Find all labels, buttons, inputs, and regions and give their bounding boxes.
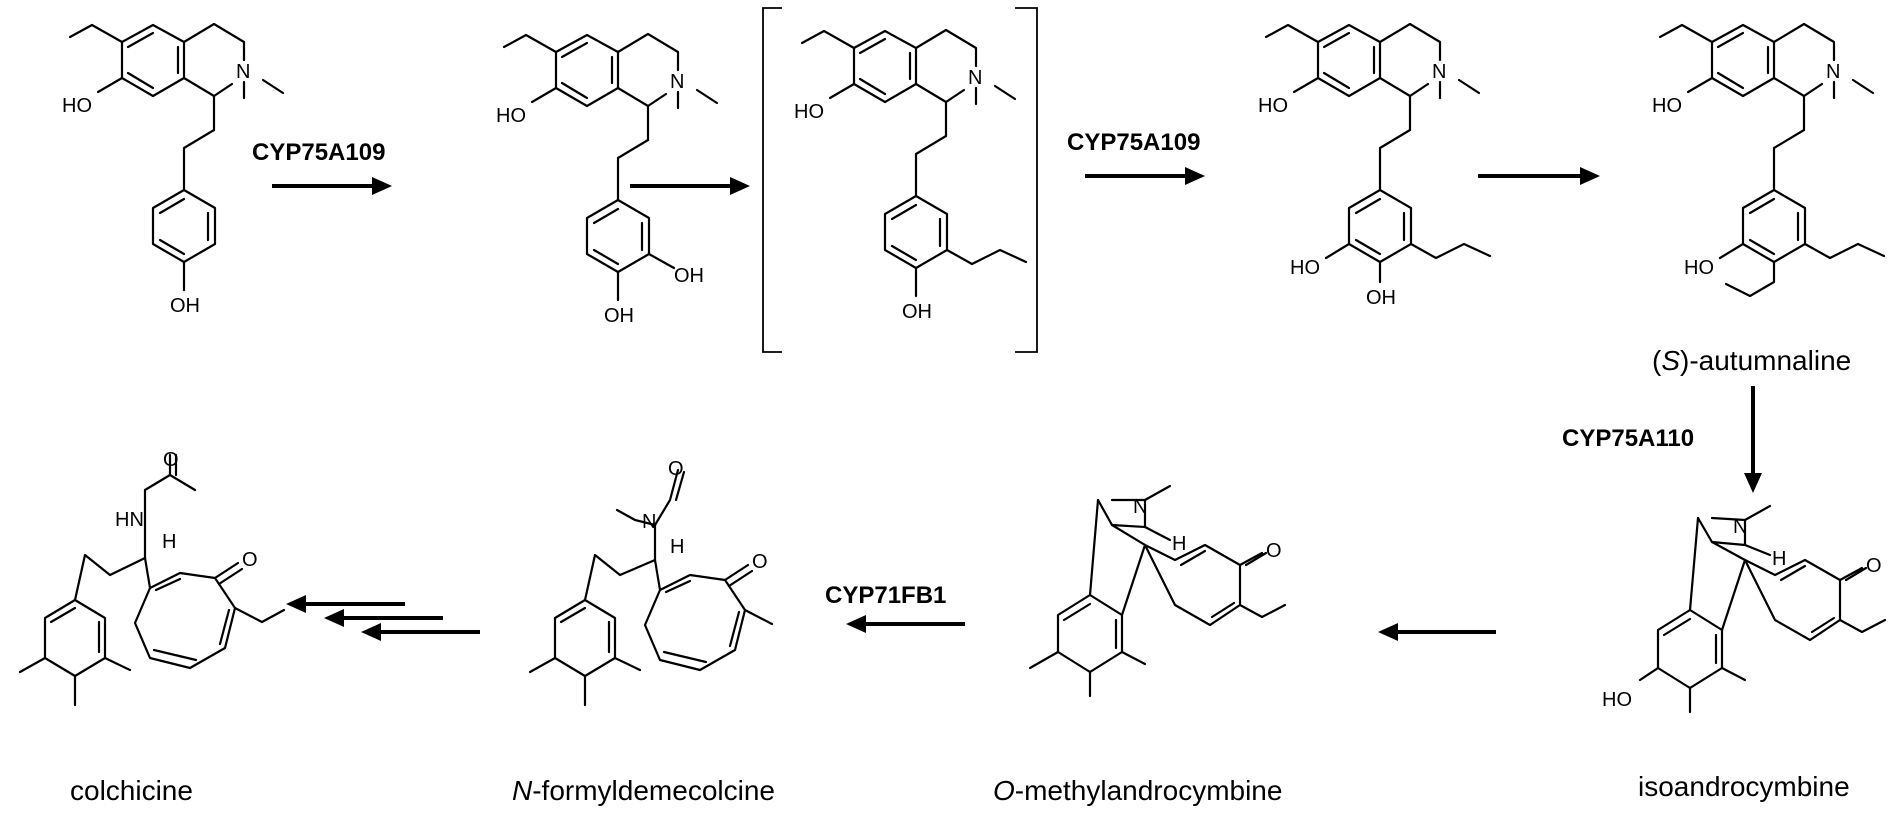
enzyme-label-step1: CYP75A109 bbox=[252, 139, 385, 166]
svg-text:N: N bbox=[1133, 496, 1147, 518]
arrow-multistep bbox=[286, 595, 480, 641]
compound-autumnaline-structure: N HO HO bbox=[1652, 22, 1886, 298]
svg-text:N: N bbox=[670, 71, 684, 93]
svg-text:HO: HO bbox=[1684, 257, 1714, 279]
svg-text:OH: OH bbox=[674, 265, 704, 287]
svg-text:O: O bbox=[242, 549, 258, 571]
svg-text:N: N bbox=[1432, 61, 1446, 83]
svg-text:HO: HO bbox=[1602, 689, 1632, 711]
bracket-left bbox=[762, 7, 782, 353]
svg-text:HO: HO bbox=[794, 101, 824, 123]
svg-text:HO: HO bbox=[496, 105, 526, 127]
compound-n-formyldemecolcine-structure: N H O O bbox=[528, 458, 774, 707]
arrow-step3 bbox=[1085, 167, 1205, 185]
svg-text:HO: HO bbox=[1258, 95, 1288, 117]
compound-name-isoandrocymbine: isoandrocymbine bbox=[1638, 771, 1850, 802]
svg-text:H: H bbox=[162, 531, 176, 553]
compound-o-methylandrocymbine-structure: N H O bbox=[1028, 484, 1287, 698]
compound-isoandrocymbine-structure: N H O HO bbox=[1602, 504, 1887, 714]
svg-text:HO: HO bbox=[62, 95, 92, 117]
svg-text:O: O bbox=[1866, 555, 1882, 577]
arrow-step1 bbox=[272, 177, 392, 195]
svg-text:OH: OH bbox=[902, 301, 932, 323]
compound-4-structure: N HO OH HO bbox=[1258, 22, 1492, 309]
arrow-step5 bbox=[1744, 386, 1762, 493]
compound-name-n-formyldemecolcine: N-formyldemecolcine bbox=[512, 775, 775, 806]
svg-text:N: N bbox=[236, 61, 250, 83]
svg-text:N: N bbox=[642, 511, 656, 533]
arrow-step2 bbox=[630, 177, 750, 195]
svg-text:N: N bbox=[1733, 516, 1747, 538]
arrow-step4 bbox=[1478, 167, 1600, 185]
compound-3-structure: N HO OH bbox=[794, 28, 1028, 323]
svg-text:OH: OH bbox=[170, 295, 200, 317]
svg-text:O: O bbox=[1266, 540, 1282, 562]
svg-text:HO: HO bbox=[1290, 257, 1320, 279]
arrow-step6 bbox=[1378, 623, 1496, 641]
svg-text:O: O bbox=[163, 449, 179, 471]
enzyme-label-step5: CYP75A110 bbox=[1562, 425, 1694, 452]
compound-name-autumnaline: (S)-autumnaline bbox=[1652, 345, 1851, 376]
svg-text:O: O bbox=[752, 551, 768, 573]
compound-name-o-methylandrocymbine: O-methylandrocymbine bbox=[993, 775, 1282, 806]
svg-text:HN: HN bbox=[115, 509, 144, 531]
svg-text:H: H bbox=[1772, 548, 1786, 570]
arrow-step7 bbox=[846, 615, 965, 633]
enzyme-label-step3: CYP75A109 bbox=[1067, 129, 1200, 156]
bracket-right bbox=[1015, 7, 1038, 353]
svg-text:H: H bbox=[1172, 533, 1186, 555]
compound-2-structure: N HO OH OH bbox=[496, 32, 719, 327]
svg-text:OH: OH bbox=[1366, 287, 1396, 309]
svg-text:OH: OH bbox=[604, 305, 634, 327]
compound-name-colchicine: colchicine bbox=[70, 775, 193, 806]
svg-text:H: H bbox=[670, 536, 684, 558]
enzyme-label-step7: CYP71FB1 bbox=[825, 582, 946, 609]
svg-text:O: O bbox=[668, 458, 684, 480]
svg-text:N: N bbox=[1826, 61, 1840, 83]
compound-1-structure: N HO OH bbox=[62, 22, 285, 317]
compound-colchicine-structure: HN H O O bbox=[18, 449, 286, 707]
svg-text:HO: HO bbox=[1652, 95, 1682, 117]
svg-text:N: N bbox=[968, 67, 982, 89]
